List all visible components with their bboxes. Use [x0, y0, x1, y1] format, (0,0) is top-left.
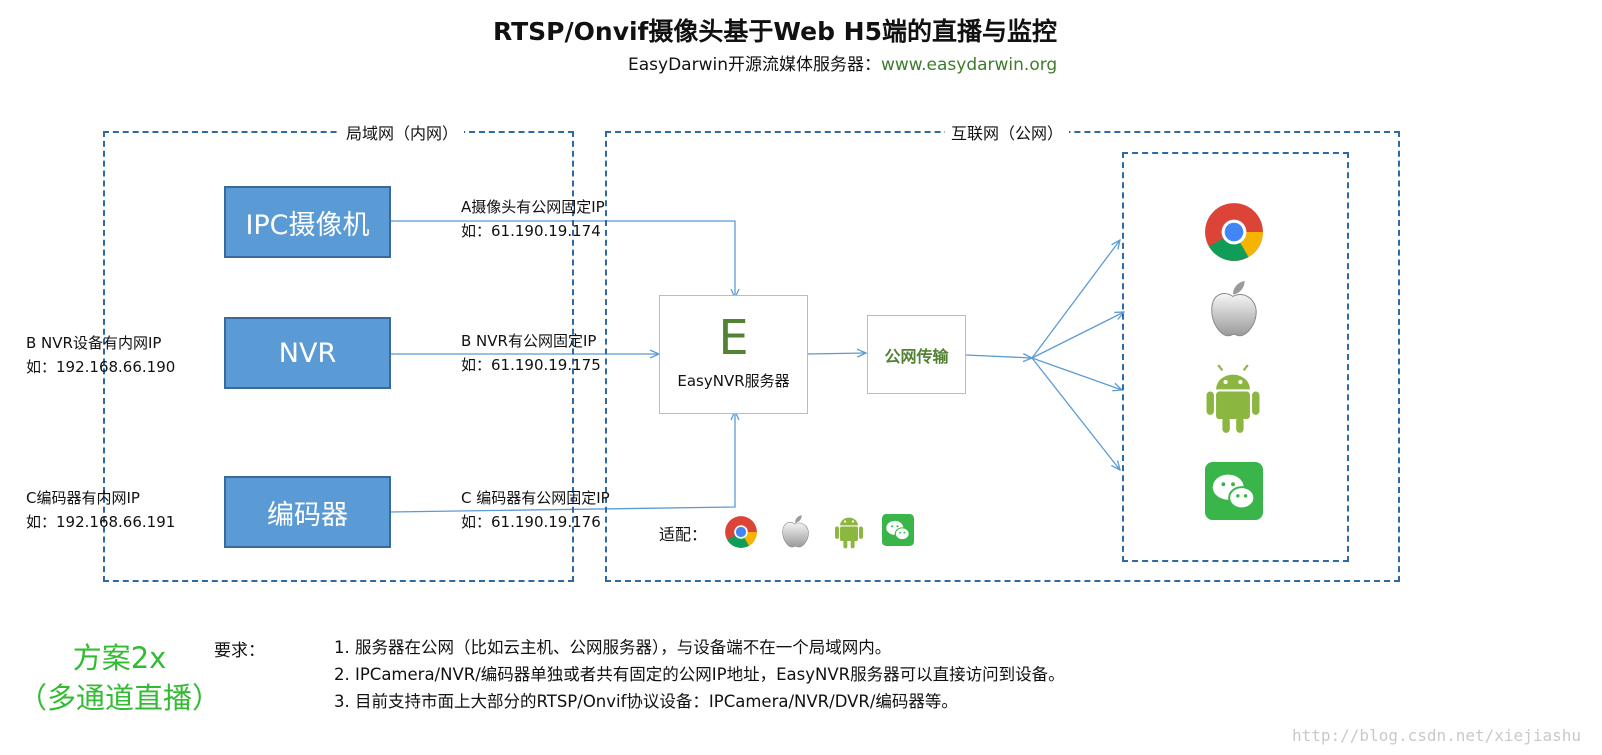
server-to-transfer-arrow: [807, 353, 866, 354]
adapt-label: 适配：: [659, 525, 708, 544]
watermark: http://blog.csdn.net/xiejiashu: [1292, 726, 1581, 745]
android-icon: [835, 517, 863, 549]
ipc-camera-box: IPC摄像机: [224, 186, 391, 258]
wechat-icon: [882, 514, 914, 546]
page-title: RTSP/Onvif摄像头基于Web H5端的直播与监控: [493, 17, 1057, 46]
requirements-label: 要求：: [214, 641, 265, 661]
encoder-box: 编码器: [224, 476, 391, 548]
nvr-public-note: B NVR有公网固定IP 如：61.190.19.175: [461, 329, 601, 377]
server-name: EasyNVR服务器: [677, 372, 790, 390]
android-icon: [1206, 364, 1260, 433]
requirement-item: 3. 目前支持市面上大部分的RTSP/Onvif协议设备：IPCamera/NV…: [334, 692, 958, 711]
plan-subtitle: （多通道直播）: [17, 681, 221, 715]
encoder-lan-note-line1: C编码器有内网IP: [26, 489, 140, 507]
server-logo-letter: E: [718, 310, 749, 366]
nvr-lan-note-line1: B NVR设备有内网IP: [26, 334, 162, 352]
nvr-box: NVR: [224, 317, 391, 389]
encoder-public-note-line2: 如：61.190.19.176: [461, 513, 601, 531]
apple-icon: [1211, 281, 1257, 337]
nvr-public-note-line1: B NVR有公网固定IP: [461, 332, 597, 350]
wechat-icon: [1205, 462, 1263, 520]
ipc-public-note-line2: 如：61.190.19.174: [461, 222, 601, 240]
easynvr-server-box: E EasyNVR服务器: [659, 295, 808, 414]
subtitle-text: EasyDarwin开源流媒体服务器：: [628, 55, 881, 75]
internet-zone-label: 互联网（公网）: [945, 120, 1070, 144]
ipc-public-note-line1: A摄像头有公网固定IP: [461, 198, 605, 216]
encoder-lan-note: C编码器有内网IP 如：192.168.66.191: [26, 486, 175, 534]
encoder-to-server-arrow: [389, 411, 735, 513]
requirement-item: 1. 服务器在公网（比如云主机、公网服务器），与设备端不在一个局域网内。: [334, 638, 892, 657]
encoder-public-note: C 编码器有公网固定IP 如：61.190.19.176: [461, 486, 610, 534]
lan-zone-label: 局域网（内网）: [340, 120, 465, 144]
subtitle: EasyDarwin开源流媒体服务器：www.easydarwin.org: [628, 50, 1057, 75]
plan-title: 方案2x: [72, 641, 167, 675]
fan-arrow-apple: [1031, 312, 1124, 359]
fan-arrow-wechat: [1031, 357, 1120, 470]
chrome-icon: [1205, 203, 1263, 261]
requirements-list: 1. 服务器在公网（比如云主机、公网服务器），与设备端不在一个局域网内。 2. …: [334, 634, 1065, 715]
apple-icon: [782, 515, 809, 548]
transfer-to-hub-arrow: [965, 355, 1032, 358]
nvr-lan-note-line2: 如：192.168.66.190: [26, 358, 176, 376]
fan-arrow-chrome: [1031, 240, 1120, 359]
public-transfer-box: 公网传输: [867, 315, 966, 394]
requirement-item: 2. IPCamera/NVR/编码器单独或者共有固定的公网IP地址，EasyN…: [334, 665, 1065, 684]
encoder-lan-note-line2: 如：192.168.66.191: [26, 513, 176, 531]
nvr-public-note-line2: 如：61.190.19.175: [461, 356, 601, 374]
subtitle-url[interactable]: www.easydarwin.org: [880, 55, 1058, 75]
nvr-lan-note: B NVR设备有内网IP 如：192.168.66.190: [26, 331, 175, 379]
ipc-public-note: A摄像头有公网固定IP 如：61.190.19.174: [461, 195, 605, 243]
fan-arrow-android: [1031, 357, 1122, 390]
chrome-icon: [725, 516, 757, 548]
client-zone: [1122, 152, 1349, 562]
encoder-public-note-line1: C 编码器有公网固定IP: [461, 489, 610, 507]
lan-zone: [103, 131, 574, 582]
ipc-to-server-arrow: [390, 220, 735, 298]
